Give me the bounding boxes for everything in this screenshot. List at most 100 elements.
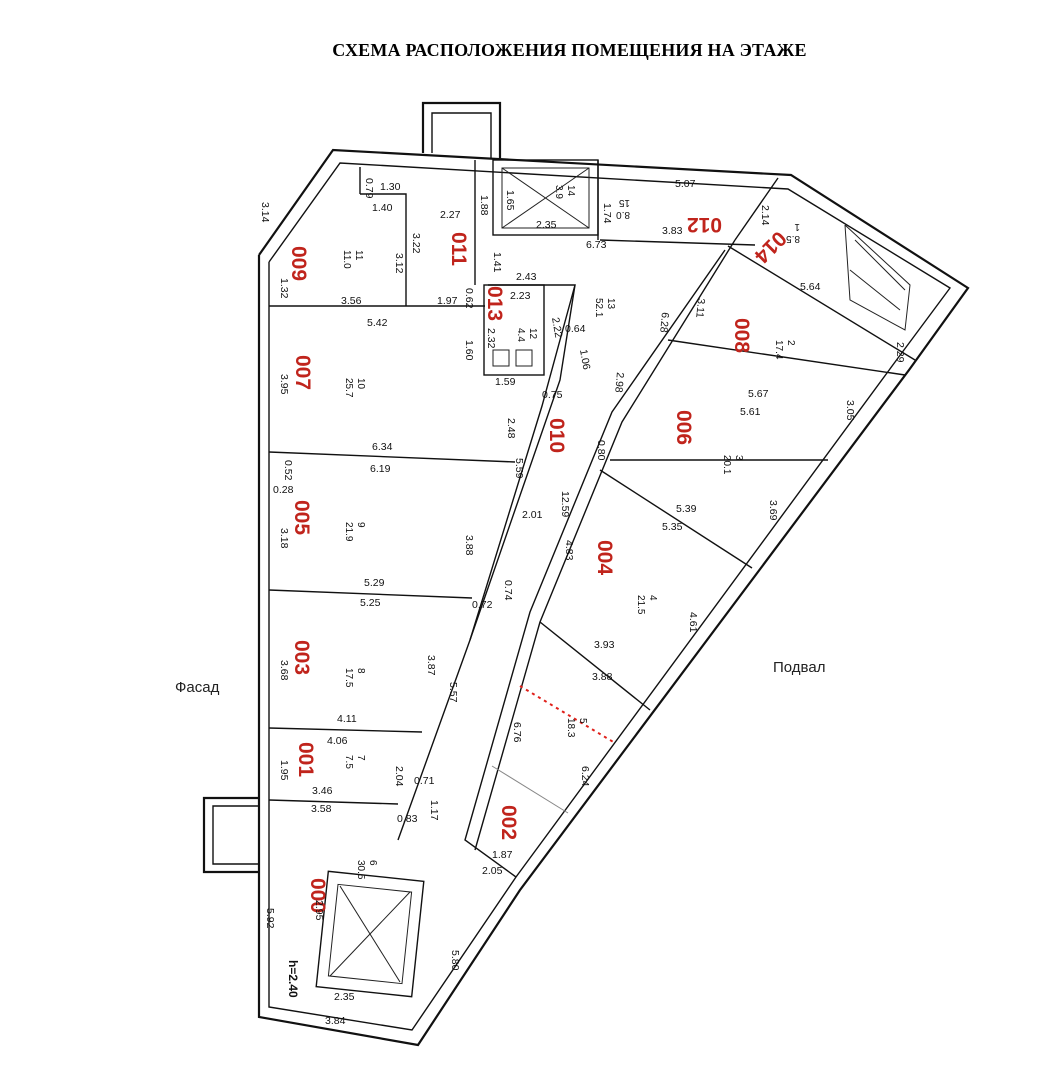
room-number-label: 001 <box>294 742 317 777</box>
room-area: 8.0 <box>616 209 630 220</box>
dimension-label: 1.74 <box>601 203 613 224</box>
room-number-label: 004 <box>593 540 616 575</box>
dimension-label: 1.59 <box>495 376 516 388</box>
dimension-label: 2.29 <box>894 342 906 363</box>
dimension-label: 3.69 <box>767 500 779 521</box>
facade-label: Фасад <box>175 679 220 696</box>
dimension-label: 5.35 <box>662 521 683 533</box>
room-labels: 000 30.5 6 001 7.5 7 002 18.3 5 003 17.5… <box>287 185 800 913</box>
room-area: 3.9 <box>553 185 564 199</box>
room-011: 011 <box>447 232 470 266</box>
room-index: 13 <box>605 298 616 310</box>
room-number-label: 012 <box>687 213 722 236</box>
room-number-label: 007 <box>291 355 314 390</box>
dimension-label: 0.75 <box>542 389 563 401</box>
dimension-label: 6.73 <box>586 239 607 251</box>
room-index: 14 <box>565 185 576 197</box>
dimension-label: 0.74 <box>502 580 514 601</box>
dimension-label: 2.43 <box>516 271 537 283</box>
dimension-label: 6.28 <box>657 312 671 334</box>
dimension-label: 1.95 <box>278 760 290 781</box>
room-003: 003 17.5 8 <box>290 640 366 688</box>
dimension-label: 6.34 <box>372 441 393 453</box>
dimension-label: 1.88 <box>478 195 490 216</box>
dimension-label: 2.35 <box>334 991 355 1003</box>
dimension-label: 0.62 <box>463 288 475 309</box>
room-area: 21.9 <box>343 522 354 542</box>
dimension-label: 4.11 <box>337 713 357 725</box>
dimension-label: 3.84 <box>325 1015 346 1027</box>
room-number-label: 014 <box>749 226 790 267</box>
room-index: 12 <box>527 328 538 340</box>
room-number-label: 008 <box>730 318 753 353</box>
dimension-label: 5.59 <box>513 458 525 479</box>
room-area: 18.3 <box>565 718 576 738</box>
dimension-label: 3.58 <box>311 803 332 815</box>
dimension-label: 5.42 <box>367 317 388 329</box>
ceiling-height: h=2.40 <box>286 960 300 998</box>
dimension-label: 6.24 <box>579 766 591 787</box>
dimension-label: 5.80 <box>449 950 461 971</box>
dimension-label: 3.88 <box>592 671 613 683</box>
basement-label: Подвал <box>773 659 825 676</box>
dimension-labels: 3.14 1.32 0.79 1.30 1.40 3.22 3.12 2.27 … <box>259 178 906 1027</box>
room-number-label: 005 <box>290 500 313 535</box>
plan-title: СХЕМА РАСПОЛОЖЕНИЯ ПОМЕЩЕНИЯ НА ЭТАЖЕ <box>332 40 807 60</box>
dimension-label: 0.79 <box>363 178 375 199</box>
dimension-label: 2.95 <box>313 900 325 921</box>
dimension-label: 3.56 <box>341 295 362 307</box>
outer-walls <box>202 101 970 1047</box>
dimension-label: 2.32 <box>485 328 497 349</box>
room-area: 17.5 <box>343 668 354 688</box>
dimension-label: 0.71 <box>414 775 435 787</box>
dimension-label: 0.64 <box>565 323 586 335</box>
room-006: 006 20.1 3 <box>672 410 744 475</box>
dimension-label: 3.88 <box>463 535 475 556</box>
room-index: 4 <box>647 595 658 601</box>
dimension-label: 0.83 <box>397 813 418 825</box>
room-number-label: 011 <box>447 232 470 266</box>
dimension-label: 3.83 <box>662 225 683 237</box>
dimension-label: 2.22 <box>549 316 564 338</box>
room-001: 001 7.5 7 <box>294 742 366 777</box>
room-010: 010 52.1 13 <box>545 298 616 453</box>
room-000: 000 30.5 6 <box>306 860 378 913</box>
room-008: 008 17.4 2 <box>730 318 796 360</box>
room-area: 11.0 <box>341 250 352 269</box>
dimension-label: 1.87 <box>492 849 513 861</box>
room-number-label: 002 <box>497 805 520 840</box>
room-area: 4.4 <box>515 328 526 342</box>
room-area: 7.5 <box>343 755 354 769</box>
room-009: 009 11.0 11 <box>287 246 364 281</box>
shaft-14: 3.9 14 <box>553 185 576 199</box>
dimension-label: 5.61 <box>740 406 761 418</box>
room-013: 013 4.4 12 <box>483 286 538 342</box>
dimension-label: 3.22 <box>410 233 422 254</box>
room-area: 25.7 <box>343 378 354 398</box>
room-index: 3 <box>733 455 744 461</box>
dimension-label: 4.61 <box>687 612 699 633</box>
room-index: 1 <box>794 221 800 232</box>
dimension-label: 3.87 <box>425 655 437 676</box>
room-index: 2 <box>785 340 796 346</box>
dimension-label: 1.60 <box>463 340 475 361</box>
dimension-label: 3.11 <box>693 298 707 319</box>
dimension-label: 5.29 <box>364 577 385 589</box>
dimension-label: 3.95 <box>278 374 290 395</box>
dimension-label: 1.97 <box>437 295 458 307</box>
room-index: 5 <box>577 718 588 724</box>
dimension-label: 5.25 <box>360 597 381 609</box>
dimension-label: 0.28 <box>273 484 294 496</box>
room-number-label: 010 <box>545 418 568 453</box>
room-number-label: 003 <box>290 640 313 675</box>
dimension-label: 3.12 <box>393 253 405 274</box>
dimension-label: 0.80 <box>595 440 607 461</box>
dimension-label: 3.05 <box>844 400 856 421</box>
room-area: 20.1 <box>721 455 732 475</box>
room-area: 52.1 <box>593 298 604 318</box>
room-007: 007 25.7 10 <box>291 355 366 398</box>
dimension-label: 0.72 <box>472 599 493 611</box>
dimension-label: 1.30 <box>380 181 401 193</box>
room-index: 15 <box>618 197 630 208</box>
